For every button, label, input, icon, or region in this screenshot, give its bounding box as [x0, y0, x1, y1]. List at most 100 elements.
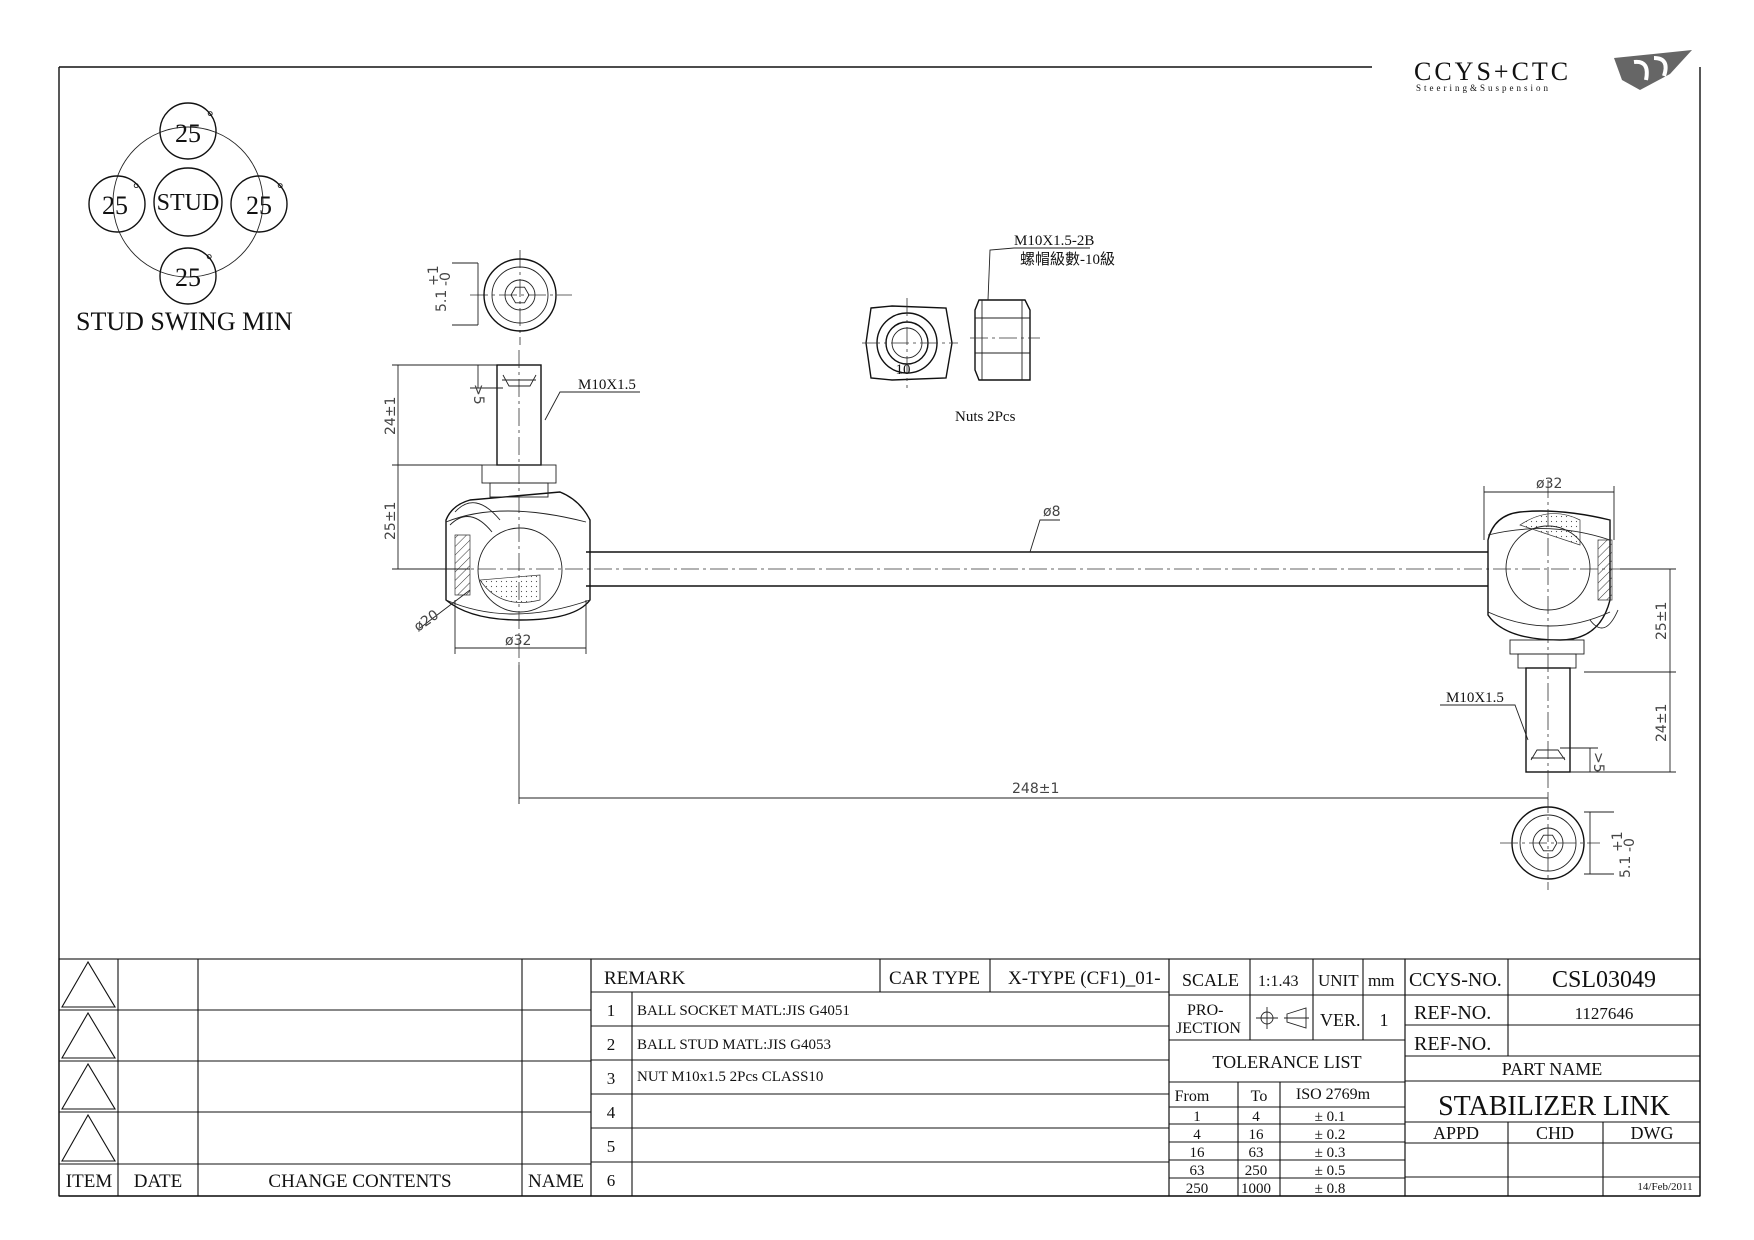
car-type-value: X-TYPE (CF1)_01- [1008, 968, 1161, 989]
drawing-label: ° [206, 252, 212, 269]
car-type-label: CAR TYPE [889, 968, 980, 989]
swing-left-value: 25 [102, 191, 128, 220]
drawing-label: 4 [1193, 1127, 1201, 1143]
right-body-len: 25±1 [1654, 602, 1670, 640]
drawing-label: 16 [1190, 1145, 1206, 1161]
drawing-label: ± 0.3 [1315, 1145, 1346, 1161]
drawing-label: 250 [1245, 1163, 1268, 1179]
unit-value: mm [1368, 971, 1394, 990]
rev-date-header: DATE [134, 1171, 183, 1192]
drawing-label: 4 [607, 1103, 616, 1122]
drawing-label: ° [207, 109, 213, 126]
tol-to-header: To [1251, 1088, 1268, 1105]
drawing-label: ± 0.1 [1315, 1109, 1346, 1125]
swing-top-value: 25 [175, 119, 201, 148]
scale-label: SCALE [1182, 970, 1239, 990]
drawing-label: 6 [607, 1171, 616, 1190]
left-stud-len: 24±1 [383, 397, 399, 435]
nut-thread: M10X1.5-2B [1014, 233, 1094, 249]
tol-std-header: ISO 2769m [1296, 1086, 1371, 1103]
ball-dia: ø20 [411, 607, 442, 635]
ref1-number: 1127646 [1575, 1004, 1634, 1023]
rod-dia: ø8 [1043, 504, 1060, 520]
right-hex-end-view: 5.1 +1 -0 [1500, 795, 1638, 890]
ref2-label: REF-NO. [1414, 1033, 1491, 1055]
stabilizer-link-view: 24±1 25±1 >5 M10X1.5 ø32 ø20 ø8 ø32 25±1… [383, 350, 1676, 804]
overall-length: 248±1 [1012, 781, 1059, 797]
ccys-label: CCYS-NO. [1409, 969, 1502, 991]
rev-change-header: CHANGE CONTENTS [268, 1171, 451, 1192]
drawing-label: 16 [1249, 1127, 1265, 1143]
drawing-label: +1 [1610, 831, 1626, 852]
scale-value: 1:1.43 [1258, 973, 1298, 990]
left-thread: M10X1.5 [578, 377, 636, 393]
drawing-label: ± 0.5 [1315, 1163, 1346, 1179]
right-tip-len: >5 [1590, 752, 1606, 773]
revision-triangles [61, 960, 116, 1162]
right-stud-len: 24±1 [1654, 704, 1670, 742]
remark-header: REMARK [604, 968, 686, 989]
nut-qty: Nuts 2Pcs [955, 409, 1016, 425]
swing-bottom-value: 25 [175, 263, 201, 292]
projection-symbol-icon [1256, 1007, 1309, 1029]
stud-circle [153, 167, 223, 237]
drawing-label: 1 [607, 1001, 616, 1020]
left-tip-len: >5 [470, 384, 486, 405]
unit-label: UNIT [1318, 971, 1359, 990]
drawing-label: NUT M10x1.5 2Pcs CLASS10 [637, 1069, 823, 1085]
part-name-label: PART NAME [1502, 1059, 1602, 1079]
left-hex-end-view: 5.1 +1 -0 [426, 250, 572, 345]
drawing-label: 5.1 [434, 290, 450, 312]
ver-value: 1 [1380, 1010, 1389, 1030]
swing-bottom [159, 247, 217, 305]
stud-swing-title: STUD SWING MIN [76, 307, 293, 336]
rev-name-header: NAME [528, 1171, 584, 1192]
drawing-label: ° [277, 181, 283, 198]
drawing-label: -0 [438, 272, 454, 286]
drawing-label: ± 0.8 [1315, 1181, 1346, 1197]
drawing-label: 5 [607, 1137, 616, 1156]
drawing-label: ± 0.2 [1315, 1127, 1346, 1143]
company-logo: CCYS+CTC Steering&Suspension [1414, 50, 1692, 93]
drawing-label: 3 [607, 1069, 616, 1088]
drawing-label: BALL STUD MATL:JIS G4053 [637, 1037, 831, 1053]
nut-views: 10 M10X1.5-2B 螺帽級數-10級 Nuts 2Pcs [862, 233, 1115, 425]
drawing-label: BALL SOCKET MATL:JIS G4051 [637, 1003, 850, 1019]
swing-right [230, 175, 288, 233]
nut-size: 10 [896, 362, 911, 378]
projection-label-1: PRO- [1187, 1002, 1223, 1019]
sheet-border [58, 66, 1701, 1197]
drawing-label: 4 [1252, 1109, 1260, 1125]
left-dia: ø32 [505, 633, 531, 649]
drawing-label: 250 [1186, 1181, 1209, 1197]
drawing-label: 2 [607, 1035, 616, 1054]
swing-left [88, 175, 146, 233]
drawing-label: 1000 [1241, 1181, 1271, 1197]
tolerance-title: TOLERANCE LIST [1212, 1052, 1361, 1072]
stud-label: STUD [157, 190, 220, 216]
chd-label: CHD [1536, 1123, 1574, 1143]
right-dia: ø32 [1536, 476, 1562, 492]
drawing-date: 14/Feb/2011 [1637, 1181, 1692, 1193]
ref1-label: REF-NO. [1414, 1002, 1491, 1024]
nut-grade: 螺帽級數-10級 [1020, 251, 1115, 268]
stud-swing-diagram: STUD 25 ° 25 ° 25 ° 25 ° STUD SWING MIN [76, 102, 293, 336]
dwg-label: DWG [1631, 1123, 1674, 1143]
projection-label-2: JECTION [1176, 1020, 1241, 1037]
logo-brand: CCYS+CTC [1414, 57, 1571, 86]
drawing-label: 1 [1193, 1109, 1201, 1125]
drawing-label: 63 [1249, 1145, 1264, 1161]
drawing-label: 63 [1190, 1163, 1205, 1179]
rev-item-header: ITEM [66, 1171, 113, 1192]
tolerance-rows: 1 4 ± 0.1 4 16 ± 0.2 16 63 ± 0.3 63 250 … [1186, 1109, 1346, 1197]
remark-rows: 1 BALL SOCKET MATL:JIS G4051 2 BALL STUD… [607, 1001, 850, 1190]
swing-right-value: 25 [246, 191, 272, 220]
tol-from-header: From [1175, 1088, 1210, 1105]
ccys-number: CSL03049 [1552, 967, 1656, 993]
drawing-label: -0 [1622, 838, 1638, 852]
drawing-label: 5.1 [1618, 856, 1634, 878]
part-name: STABILIZER LINK [1438, 1091, 1670, 1122]
left-body-len: 25±1 [383, 502, 399, 540]
ver-label: VER. [1320, 1010, 1361, 1030]
